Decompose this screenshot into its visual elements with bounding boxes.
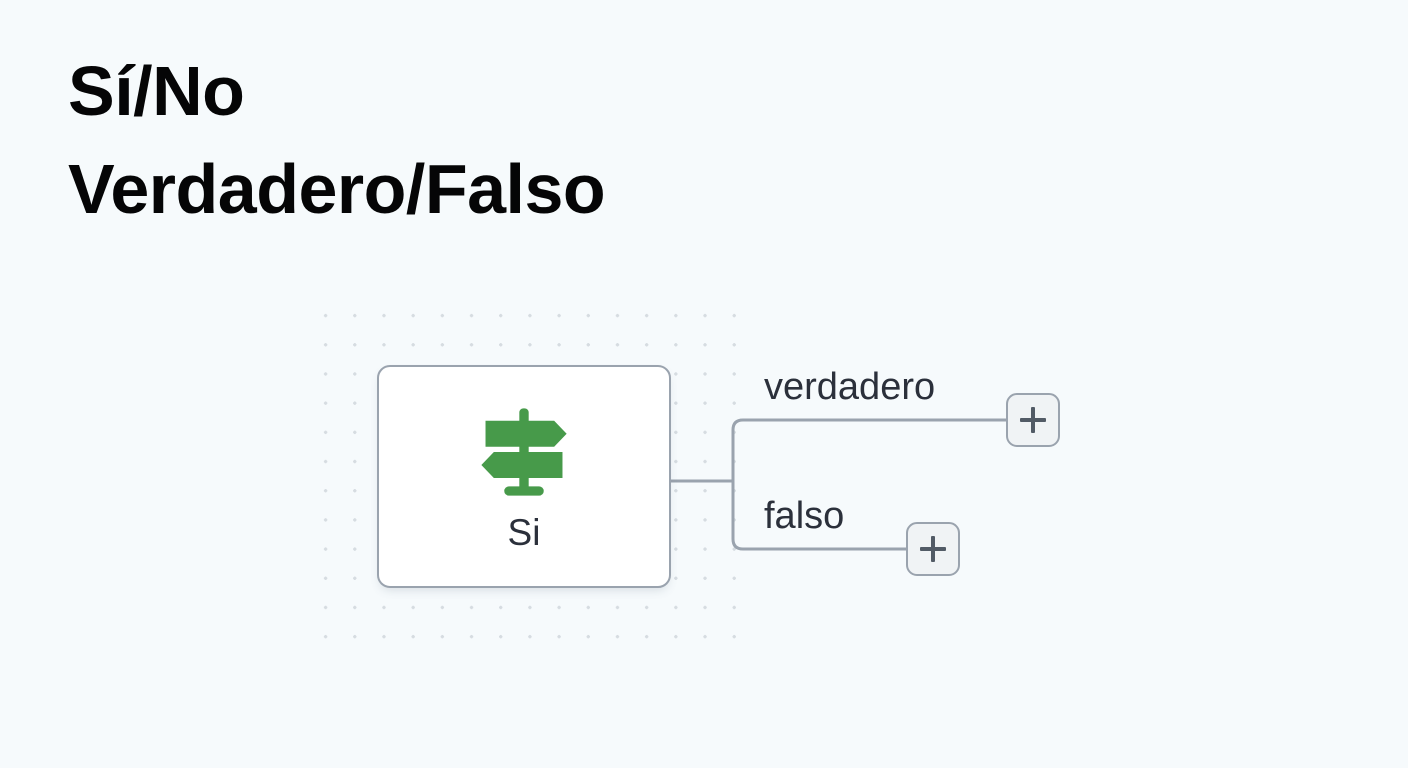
flow-node-label: Si (507, 511, 541, 553)
plus-icon (920, 536, 946, 562)
edge-true-branch (731, 418, 1008, 483)
signpost-directions-icon (481, 407, 567, 496)
edge-label-verdadero: verdadero (764, 366, 936, 408)
plus-icon (1020, 407, 1046, 433)
page-title: Sí/No Verdadero/Falso (68, 52, 606, 228)
edge-label-falso: falso (764, 495, 845, 537)
add-node-button-verdadero[interactable] (1006, 393, 1060, 447)
flow-node-si[interactable]: Si (377, 365, 671, 588)
add-node-button-falso[interactable] (906, 522, 960, 576)
